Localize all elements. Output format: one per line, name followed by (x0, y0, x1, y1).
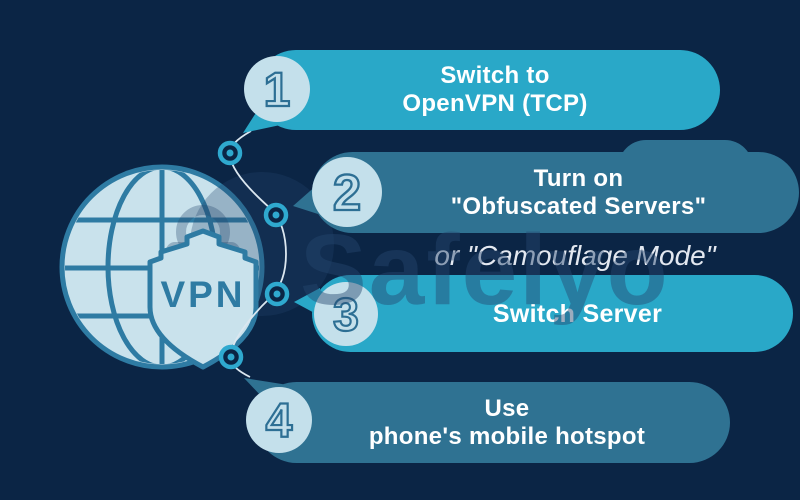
step-2-number-glyph: 2 (332, 163, 363, 222)
step-2-bubble: Turn on "Obfuscated Servers" (312, 152, 799, 233)
step-4-number-glyph: 4 (265, 394, 294, 449)
step-2-number: 2 (333, 164, 361, 221)
step-4-tail (244, 378, 288, 397)
step-3-line1: Switch Server (492, 299, 663, 328)
timeline-node-4 (218, 344, 244, 370)
step-1-number-badge: 1 (244, 56, 310, 122)
step-4-bubble: Use phone's mobile hotspot (256, 382, 730, 463)
camouflage-note: or "Camouflage Mode" (434, 240, 716, 271)
timeline-node-2 (263, 202, 289, 228)
step-4-number: 4 (266, 395, 293, 448)
step-1-number-glyph: 1 (263, 63, 292, 118)
step-4-number-badge: 4 (246, 387, 312, 453)
step-4-line2: phone's mobile hotspot (368, 422, 646, 450)
step-2-number-badge: 2 (312, 157, 382, 227)
timeline-nodes (217, 140, 290, 370)
step-1-tail (243, 108, 285, 133)
vpn-shield-label: VPN (160, 274, 245, 315)
vpn-shield-icon: VPN (147, 228, 259, 370)
step-3-number-badge: 3 (314, 282, 378, 346)
step-1-line1: Switch to (440, 62, 550, 89)
step-3-number-glyph: 3 (332, 287, 360, 341)
timeline-node-1 (217, 140, 243, 166)
step-1-bubble: Switch to OpenVPN (TCP) (256, 50, 720, 130)
step-3-bubble: Switch Server (312, 275, 793, 352)
step-4-line1: Use (484, 394, 530, 422)
step-2-line2: "Obfuscated Servers" (450, 192, 707, 220)
step-1-line2: OpenVPN (TCP) (402, 90, 588, 117)
step-2-line1: Turn on (533, 164, 624, 192)
step-3-number: 3 (333, 288, 359, 340)
step-1-number: 1 (264, 64, 291, 117)
step-2-tail (293, 184, 318, 214)
timeline-node-3 (264, 281, 290, 307)
